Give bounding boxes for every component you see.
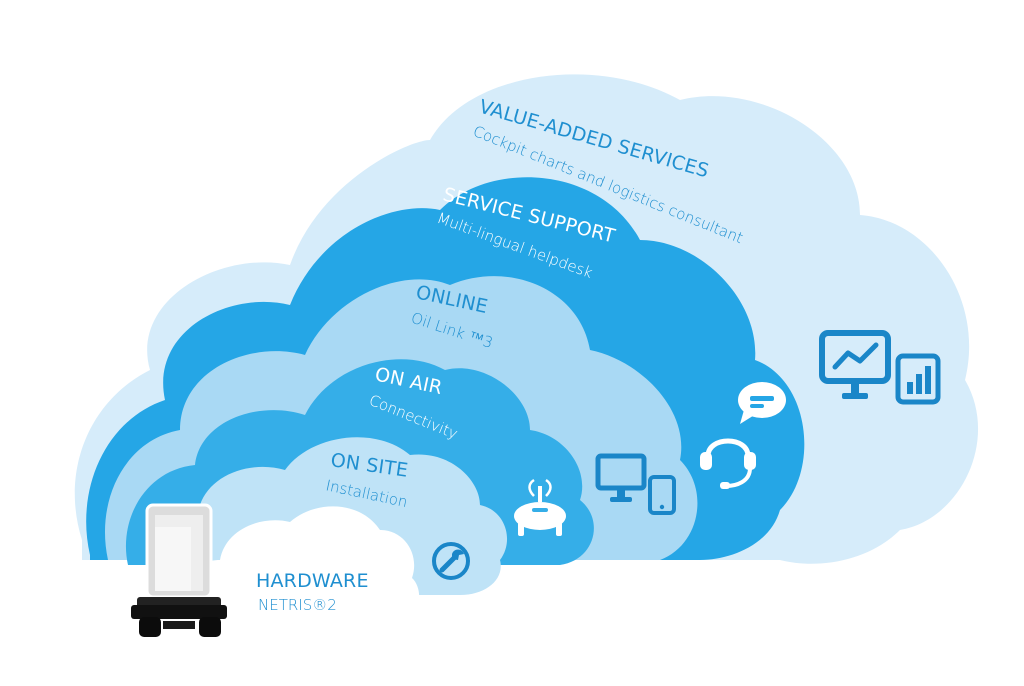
smartphone-icon (648, 475, 676, 515)
hardware-title: HARDWARE (256, 570, 369, 592)
bar-chart-icon (895, 353, 941, 405)
netris-device-icon (131, 503, 227, 637)
desktop-monitor-icon (595, 453, 647, 502)
cloud-hardware (177, 506, 420, 628)
chat-bubble-icon (738, 382, 786, 424)
headset-icon (700, 438, 756, 489)
hardware-subtitle: NETRIS®2 (258, 596, 337, 614)
wrench-icon (432, 542, 470, 580)
antenna-sensor-icon (514, 478, 566, 536)
chart-monitor-icon (819, 330, 891, 399)
